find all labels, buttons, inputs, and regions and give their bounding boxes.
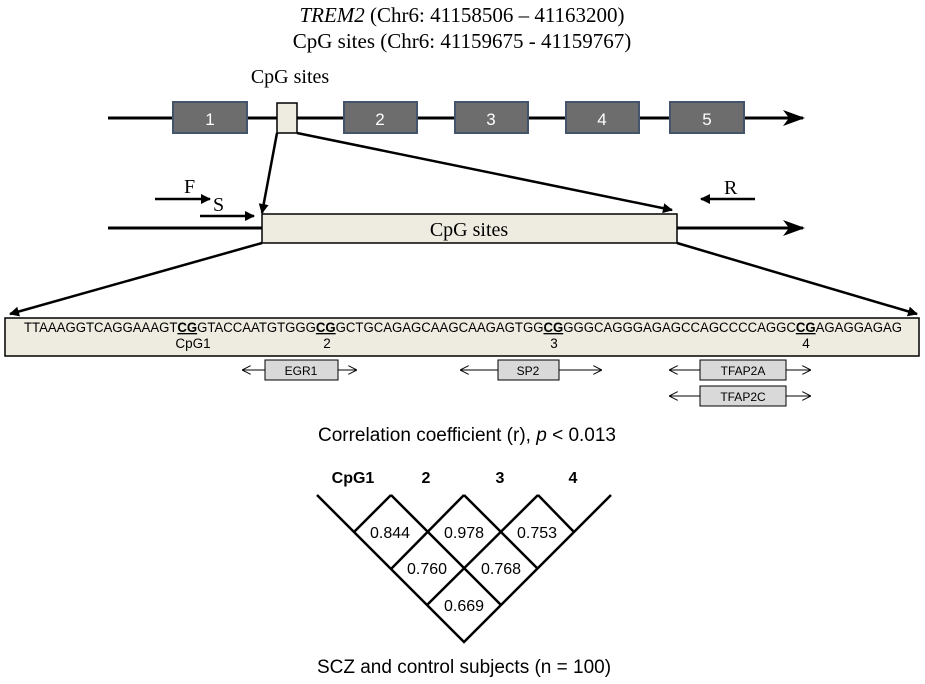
gene-map: CpG sites 1 2 3 4 5 bbox=[108, 66, 805, 134]
cpg-region-box bbox=[261, 213, 678, 244]
gene-title: TREM2 (Chr6: 41158506 – 41163200) bbox=[299, 3, 624, 27]
cpg-region-label: CpG sites bbox=[430, 219, 509, 241]
corr-cell-2-4: 0.768 bbox=[481, 561, 521, 578]
cpg-dinucleotide: CG bbox=[316, 320, 336, 335]
primer-map: CpG sites F S R bbox=[108, 176, 805, 244]
exon-2: 2 bbox=[343, 101, 418, 134]
exon-label: 5 bbox=[702, 110, 711, 129]
col-label-3: 3 bbox=[496, 470, 505, 487]
corr-cell-2-3: 0.978 bbox=[444, 525, 484, 542]
tfap2c-label: TFAP2C bbox=[720, 390, 766, 404]
egr1-binding-site: EGR1 bbox=[243, 359, 356, 381]
egr1-label: EGR1 bbox=[285, 364, 318, 378]
exon-5: 5 bbox=[669, 101, 745, 134]
zoom-line-seq-left bbox=[9, 241, 263, 317]
exon-label: 1 bbox=[205, 110, 214, 129]
sequence-segment: AGAGGAGAG bbox=[816, 320, 902, 335]
cpg-dinucleotide: CG bbox=[796, 320, 816, 335]
exon-label: 4 bbox=[597, 110, 606, 129]
tfap2a-binding-site: TFAP2A bbox=[670, 359, 810, 381]
gene-coordinates: (Chr6: 41158506 – 41163200) bbox=[365, 3, 625, 27]
triangle-outline bbox=[316, 494, 612, 644]
col-label-cpg1: CpG1 bbox=[332, 470, 375, 487]
corr-cell-3-4: 0.753 bbox=[517, 525, 557, 542]
sp2-label: SP2 bbox=[517, 364, 540, 378]
cpg2-site-label: 2 bbox=[323, 336, 331, 351]
sequence-panel: TTAAAGGTCAGGAAAGTCGGTACCAATGTGGGCGGCTGCA… bbox=[4, 317, 920, 357]
sp2-binding-site: SP2 bbox=[461, 359, 601, 381]
sequence-segment: GGGCAGGGAGAGCCAGCCCCAGGC bbox=[563, 320, 796, 335]
forward-primer-label: F bbox=[184, 176, 195, 198]
corr-cell-cpg1-4: 0.669 bbox=[444, 598, 484, 615]
sequencing-primer-label: S bbox=[213, 194, 224, 216]
cpg1-site-label: CpG1 bbox=[175, 336, 210, 351]
exon-3: 3 bbox=[454, 101, 529, 134]
cohort-footer: SCZ and control subjects (n = 100) bbox=[317, 657, 611, 678]
sequence-segment: GTACCAATGTGGG bbox=[197, 320, 316, 335]
sequence-box bbox=[4, 317, 920, 357]
tfap2a-label: TFAP2A bbox=[721, 364, 766, 378]
gene-name: TREM2 bbox=[299, 3, 365, 27]
binding-sites: EGR1 SP2 TFAP2A TFAP2C bbox=[243, 359, 810, 407]
correlation-matrix: CpG1 2 3 4 0.844 0.978 0.753 0.760 0.768… bbox=[316, 470, 612, 644]
exon-1: 1 bbox=[172, 101, 248, 134]
zoom-line-right bbox=[296, 131, 673, 214]
correlation-title: Correlation coefficient (r), p < 0.013 bbox=[318, 425, 616, 446]
zoom-line-left bbox=[258, 132, 279, 214]
cpg-dinucleotide: CG bbox=[543, 320, 563, 335]
reverse-primer-label: R bbox=[724, 177, 738, 199]
col-label-2: 2 bbox=[422, 470, 431, 487]
exon-4: 4 bbox=[565, 101, 640, 134]
col-label-4: 4 bbox=[569, 470, 578, 487]
cpg-coordinates: CpG sites (Chr6: 41159675 - 41159767) bbox=[293, 29, 632, 53]
sequence-segment: TTAAAGGTCAGGAAAGT bbox=[24, 320, 177, 335]
exon-label: 2 bbox=[375, 110, 384, 129]
corr-cell-cpg1-3: 0.760 bbox=[407, 561, 447, 578]
tfap2c-binding-site: TFAP2C bbox=[670, 385, 810, 407]
dna-sequence: TTAAAGGTCAGGAAAGTCGGTACCAATGTGGGCGGCTGCA… bbox=[24, 320, 902, 335]
corr-cell-cpg1-2: 0.844 bbox=[370, 525, 410, 542]
cpg-region-marker bbox=[276, 102, 298, 134]
sequence-segment: GCTGCAGAGCAAGCAAGAGTGG bbox=[336, 320, 544, 335]
cpg-dinucleotide: CG bbox=[177, 320, 197, 335]
zoom-line-seq-right bbox=[676, 241, 918, 317]
cpg4-site-label: 4 bbox=[802, 336, 810, 351]
cpg-sites-label: CpG sites bbox=[251, 66, 330, 88]
exon-label: 3 bbox=[486, 110, 495, 129]
cpg3-site-label: 3 bbox=[550, 336, 558, 351]
